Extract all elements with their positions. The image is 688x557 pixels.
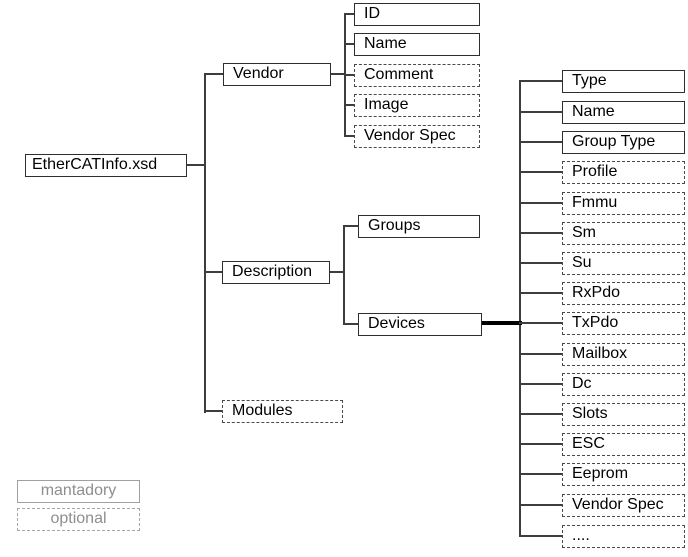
node-mailbox: Mailbox	[562, 343, 685, 366]
legend-optional: optional	[17, 508, 140, 531]
node-vendor-name: Name	[354, 33, 480, 56]
connector-su	[519, 262, 563, 264]
node-vendor: Vendor	[223, 63, 331, 86]
connector-groups	[343, 225, 359, 227]
connector-profile	[519, 171, 563, 173]
connector-eeprom	[519, 473, 563, 475]
connector-id	[344, 13, 355, 15]
node-sm: Sm	[562, 222, 685, 245]
connector-dev-name	[519, 111, 563, 113]
connector-txpdo	[519, 322, 563, 324]
node-id: ID	[354, 3, 480, 26]
node-dc: Dc	[562, 373, 685, 396]
legend-mandatory: mantadory	[17, 480, 140, 503]
connector-vendor	[204, 73, 224, 75]
node-rxpdo: RxPdo	[562, 282, 685, 305]
connector-description	[204, 271, 224, 273]
connector-comment	[344, 74, 355, 76]
connector-esc	[519, 443, 563, 445]
connector-devices-out-thick	[481, 321, 522, 325]
node-comment: Comment	[354, 64, 480, 87]
connector-devices	[343, 323, 359, 325]
connector-rxpdo	[519, 292, 563, 294]
connector-vendor-out	[330, 73, 346, 75]
connector-mailbox	[519, 353, 563, 355]
connector-sm	[519, 232, 563, 234]
connector-ellipsis	[519, 535, 563, 537]
connector-fmmu	[519, 202, 563, 204]
node-profile: Profile	[562, 161, 685, 184]
node-ethercatinfo-xsd: EtherCATInfo.xsd	[25, 154, 187, 177]
node-fmmu: Fmmu	[562, 192, 685, 215]
node-image: Image	[354, 94, 480, 117]
node-dev-name: Name	[562, 101, 685, 124]
connector-vendor-spec	[344, 135, 355, 137]
node-ellipsis: ....	[562, 525, 685, 548]
connector-group-type	[519, 141, 563, 143]
node-type: Type	[562, 70, 685, 93]
connector-description-out	[329, 271, 344, 273]
node-su: Su	[562, 252, 685, 275]
connector-type	[519, 80, 563, 82]
node-dev-vendor-spec: Vendor Spec	[562, 494, 685, 517]
node-groups: Groups	[358, 215, 480, 238]
node-modules: Modules	[222, 400, 343, 423]
connector-root	[187, 164, 206, 166]
node-esc: ESC	[562, 433, 685, 456]
node-txpdo: TxPdo	[562, 312, 685, 335]
connector-name	[344, 43, 355, 45]
connector-image	[344, 104, 355, 106]
node-devices: Devices	[358, 313, 482, 336]
trunk-description-children	[343, 225, 345, 325]
connector-slots	[519, 413, 563, 415]
connector-dev-vendor-spec	[519, 504, 563, 506]
node-description: Description	[222, 261, 330, 284]
node-eeprom: Eeprom	[562, 463, 685, 486]
node-group-type: Group Type	[562, 131, 685, 154]
trunk-devices-children	[519, 80, 521, 537]
trunk-root-children	[204, 73, 206, 413]
connector-dc	[519, 383, 563, 385]
node-vendor-spec: Vendor Spec	[354, 125, 480, 148]
node-slots: Slots	[562, 403, 685, 426]
connector-modules	[204, 410, 223, 412]
